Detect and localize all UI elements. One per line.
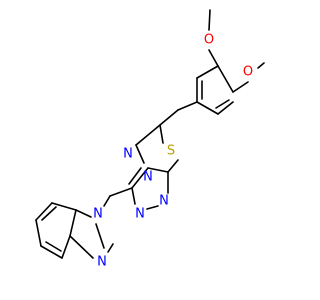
bond-layer [35, 9, 265, 259]
bond-5 [196, 65, 219, 79]
bond-2 [208, 49, 219, 67]
bond-17 [147, 167, 169, 173]
bond-25 [103, 195, 111, 207]
bond-20 [146, 205, 159, 210]
bond-13 [159, 109, 179, 126]
atom-label-oxygen-2: O [243, 65, 253, 80]
bond-3 [232, 81, 249, 93]
bond-21 [131, 187, 136, 205]
bond-7 [196, 101, 219, 115]
bond-16 [167, 159, 179, 173]
canvas-background [0, 0, 300, 300]
bond-26 [75, 209, 92, 218]
bond-27 [95, 223, 105, 249]
atom-label-nitrogen-triazole-3: N [159, 194, 169, 209]
bond-9 [217, 65, 234, 93]
bond-15 [135, 124, 161, 146]
atom-label-layer: O O S N N N N N N [93, 33, 253, 270]
molecule-diagram: O O S N N N N N N [0, 0, 300, 300]
bond-18 [135, 144, 145, 164]
molecule-structure: O O S N N N N N N [0, 0, 300, 300]
atom-label-nitrogen-benzimidazole-3: N [97, 255, 107, 270]
atom-label-nitrogen-benzimidazole-1: N [93, 207, 103, 222]
bond-29 [69, 209, 77, 237]
bond-35 [61, 235, 71, 259]
bond-37 [45, 241, 62, 252]
bond-11 [215, 99, 230, 109]
bond-24 [109, 187, 133, 197]
atom-label-oxygen-1: O [204, 33, 214, 48]
bond-30 [69, 235, 94, 259]
bond-36 [41, 206, 57, 221]
atom-label-nitrogen-triazole-4: N [135, 207, 145, 222]
bond-22 [131, 167, 149, 189]
bond-31 [51, 202, 77, 211]
bond-4 [257, 62, 265, 69]
atom-label-sulfur: S [167, 144, 175, 159]
bond-28 [107, 243, 114, 253]
bond-1 [208, 9, 211, 31]
bond-32 [35, 202, 53, 221]
bond-34 [40, 245, 63, 259]
bond-23 [128, 167, 142, 185]
atom-label-nitrogen-triazole-2: N [143, 170, 153, 185]
bond-33 [35, 219, 42, 247]
bond-14 [159, 124, 164, 144]
bond-8 [217, 101, 234, 115]
atom-label-nitrogen-triazole-1: N [123, 147, 133, 162]
bond-12 [177, 101, 198, 111]
